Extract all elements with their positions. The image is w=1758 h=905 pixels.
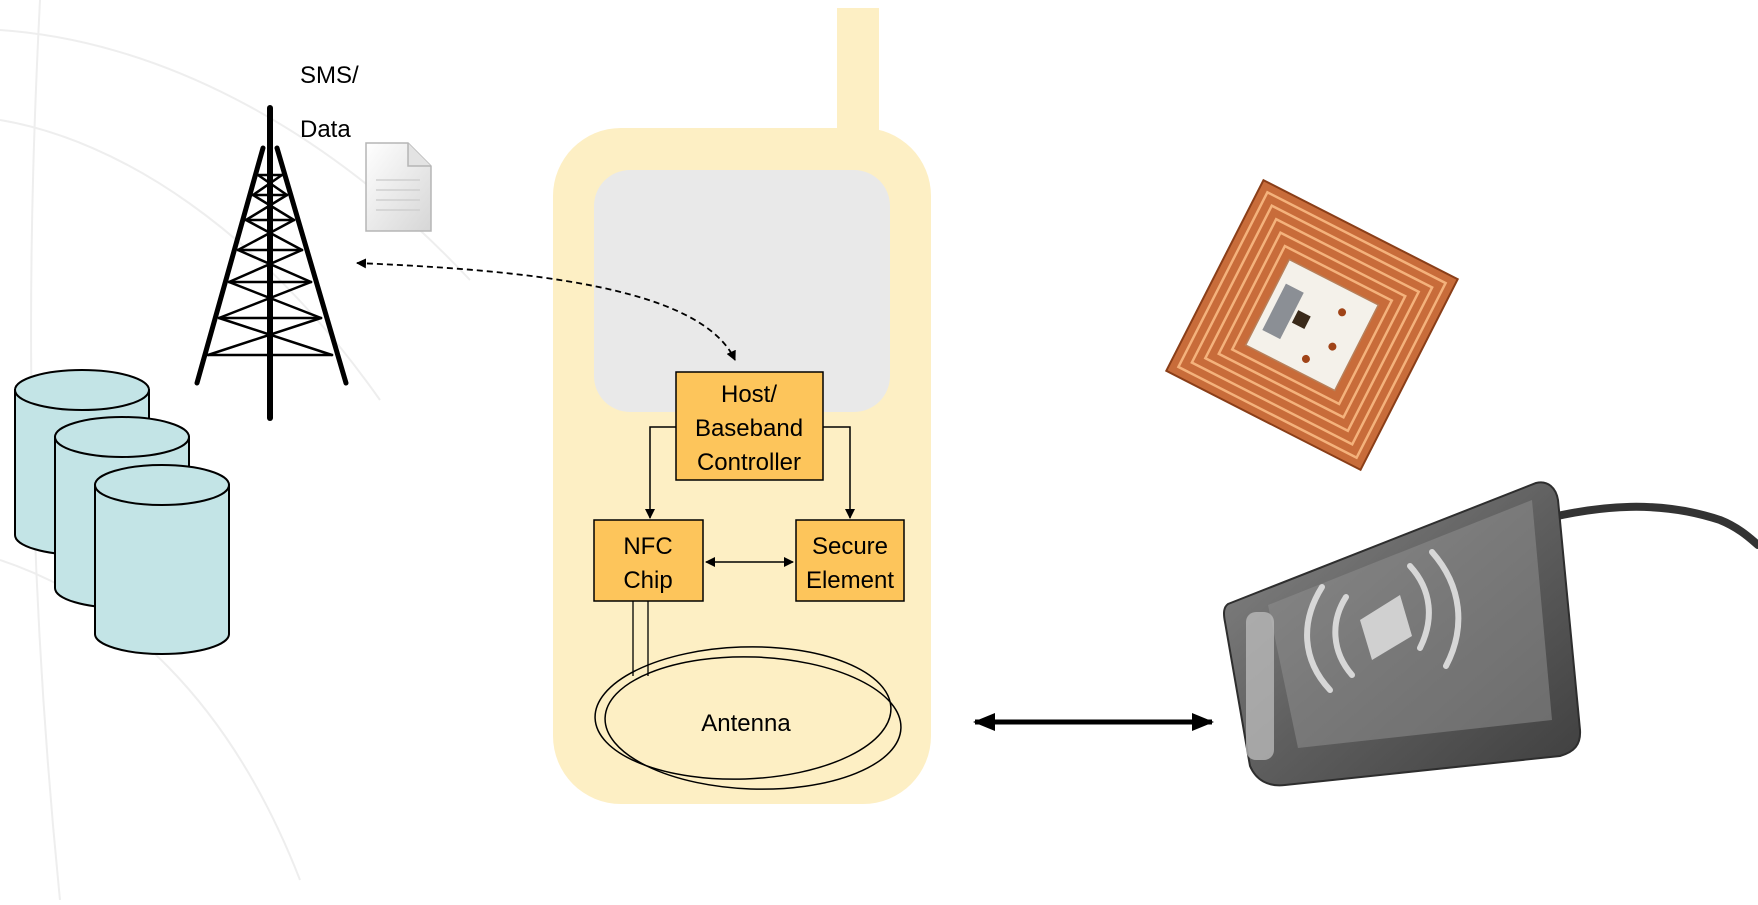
sms-label: SMS/: [300, 62, 359, 89]
database-cylinder-front: [94, 464, 230, 655]
phone-antenna-stub: [837, 8, 879, 148]
cell-tower-icon: [194, 105, 349, 421]
antenna-wires: [632, 601, 649, 676]
host-baseband-controller-box: Host/ Baseband Controller: [675, 371, 824, 481]
secure-element-box: Secure Element: [795, 519, 905, 602]
host-label-line2: Baseband: [695, 415, 803, 442]
host-to-nfc-connector: [645, 426, 676, 519]
nfc-label-line2: Chip: [623, 567, 672, 594]
host-label-line3: Controller: [697, 449, 801, 476]
document-icon: [365, 142, 432, 232]
nfc-reader-icon: [1223, 481, 1758, 787]
data-label: Data: [300, 116, 351, 143]
nfc-chip-box: NFC Chip: [593, 519, 704, 602]
nfc-label-line1: NFC: [623, 533, 672, 560]
database-stack-icon: [14, 369, 230, 655]
secure-label-line1: Secure: [812, 533, 888, 560]
antenna-coil: [594, 646, 902, 790]
host-to-secure-connector: [823, 426, 855, 519]
rfid-tag-icon: [1164, 178, 1460, 472]
host-label-line1: Host/: [721, 381, 777, 408]
antenna-label: Antenna: [701, 710, 791, 737]
secure-label-line2: Element: [806, 567, 894, 594]
